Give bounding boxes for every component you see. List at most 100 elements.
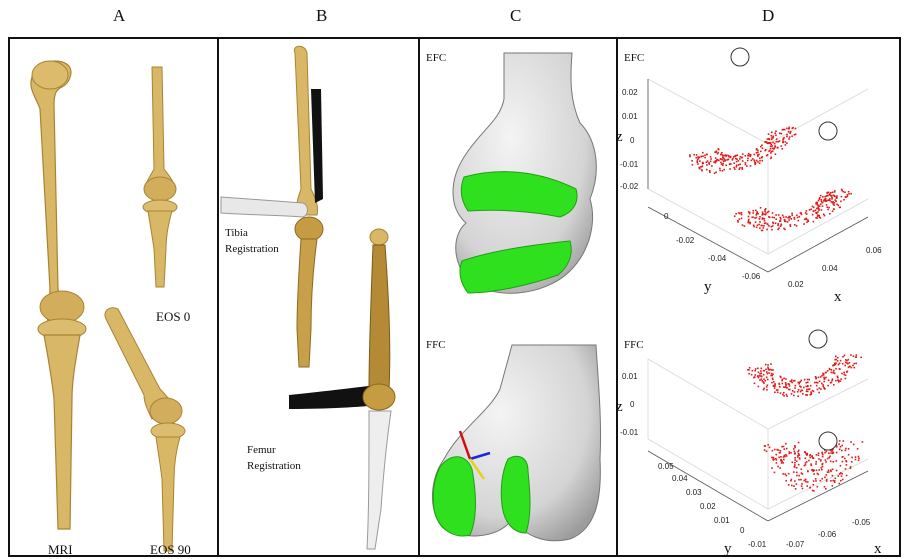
point-mark [693, 154, 695, 156]
point-mark [755, 368, 757, 370]
point-mark [772, 450, 774, 452]
point-mark [766, 386, 768, 388]
point-mark [834, 190, 836, 192]
point-mark [741, 167, 743, 169]
point-mark [777, 466, 779, 468]
point-mark [821, 383, 823, 385]
point-mark [749, 222, 751, 224]
point-mark [770, 152, 772, 154]
point-mark [778, 214, 780, 216]
tibia-label: Tibia [225, 227, 248, 239]
point-mark [732, 159, 734, 161]
point-mark [733, 156, 735, 158]
point-mark [855, 459, 857, 461]
point-mark [770, 158, 772, 160]
point-mark [761, 225, 763, 227]
point-mark [822, 205, 824, 207]
point-mark [768, 225, 770, 227]
point-mark [772, 373, 774, 375]
point-mark [760, 373, 762, 375]
point-mark [759, 375, 761, 377]
point-mark [790, 131, 792, 133]
point-mark [856, 354, 858, 356]
point-mark [791, 215, 793, 217]
point-mark [809, 487, 811, 489]
point-mark [755, 163, 757, 165]
point-mark [737, 154, 739, 156]
point-mark [825, 377, 827, 379]
point-mark [748, 373, 750, 375]
point-mark [816, 382, 818, 384]
point-mark [696, 154, 698, 156]
efc-ylabel: y [704, 279, 712, 295]
point-mark [745, 164, 747, 166]
point-mark [706, 154, 708, 156]
point-mark [725, 160, 727, 162]
point-mark [759, 160, 761, 162]
point-mark [776, 138, 778, 140]
point-mark [838, 380, 840, 382]
point-mark [825, 198, 827, 200]
point-mark [823, 374, 825, 376]
point-mark [828, 207, 830, 209]
efc-femur-model [453, 53, 596, 293]
point-mark [715, 172, 717, 174]
point-mark [793, 471, 795, 473]
point-mark [830, 480, 832, 482]
point-mark [808, 460, 810, 462]
point-mark [786, 128, 788, 130]
point-mark [807, 391, 809, 393]
point-mark [754, 374, 756, 376]
point-mark [773, 381, 775, 383]
point-mark [742, 160, 744, 162]
point-mark [790, 381, 792, 383]
point-mark [831, 372, 833, 374]
point-mark [742, 168, 744, 170]
point-mark [786, 136, 788, 138]
point-mark [748, 220, 750, 222]
point-mark [836, 452, 838, 454]
point-mark [745, 155, 747, 157]
point-mark [795, 385, 797, 387]
point-mark [748, 216, 750, 218]
point-mark [845, 460, 847, 462]
point-mark [819, 381, 821, 383]
point-mark [735, 155, 737, 157]
point-mark [794, 447, 796, 449]
point-mark [769, 217, 771, 219]
point-mark [841, 445, 843, 447]
point-mark [708, 162, 710, 164]
point-mark [791, 479, 793, 481]
point-mark [783, 456, 785, 458]
point-mark [763, 370, 765, 372]
point-mark [741, 218, 743, 220]
point-mark [752, 212, 754, 214]
point-mark [850, 466, 852, 468]
point-mark [794, 445, 796, 447]
point-mark [784, 219, 786, 221]
point-mark [858, 458, 860, 460]
point-mark [798, 479, 800, 481]
point-mark [792, 128, 794, 130]
point-mark [819, 197, 821, 199]
point-mark [759, 157, 761, 159]
point-mark [840, 360, 842, 362]
point-mark [848, 191, 850, 193]
point-mark [794, 453, 796, 455]
point-mark [722, 154, 724, 156]
point-mark [804, 451, 806, 453]
point-mark [747, 160, 749, 162]
point-mark [776, 462, 778, 464]
point-mark [811, 469, 813, 471]
point-mark [773, 217, 775, 219]
point-mark [761, 230, 763, 232]
point-mark [781, 462, 783, 464]
point-mark [815, 210, 817, 212]
point-mark [756, 213, 758, 215]
point-mark [702, 165, 704, 167]
point-mark [782, 141, 784, 143]
point-mark [841, 189, 843, 191]
point-mark [763, 218, 765, 220]
point-mark [768, 369, 770, 371]
point-mark [783, 459, 785, 461]
